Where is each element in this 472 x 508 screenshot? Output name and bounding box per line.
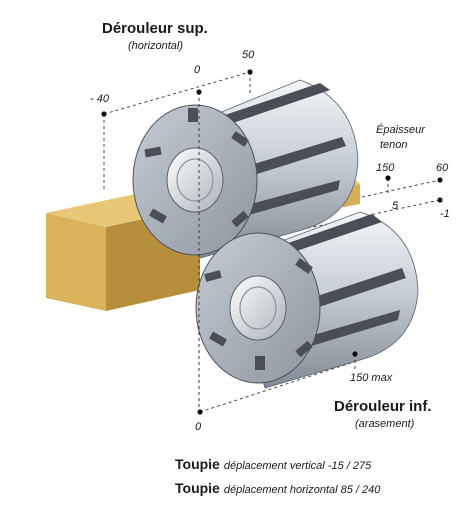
lower-cutter (195, 211, 419, 389)
upper-zero-label: 0 (194, 64, 201, 76)
footer-line-2-bold: Toupie (175, 480, 220, 496)
upper-50-label: 50 (242, 49, 255, 61)
lower-zero-label: 0 (195, 421, 202, 433)
upper-cutter-title: Dérouleur sup. (102, 20, 208, 37)
tenon-label-line2: tenon (380, 139, 408, 151)
dimension-points (101, 69, 443, 415)
footer-line-1-bold: Toupie (175, 456, 220, 472)
upper-minus40-label: - 40 (90, 93, 109, 105)
tenon-label-line1: Épaisseur (376, 124, 425, 136)
tenon-5-label: 5 (392, 200, 399, 212)
tenon-minus1-label: -1 (440, 208, 450, 220)
dimension-lines-front (198, 92, 356, 412)
lower-cutter-subtitle: (arasement) (355, 418, 415, 430)
upper-cutter (132, 79, 359, 259)
upper-cutter-subtitle: (horizontal) (128, 40, 184, 52)
tenon-60-label: 60 (436, 162, 449, 174)
footer-line-2-text: déplacement horizontal 85 / 240 (223, 484, 381, 496)
footer-line-1-text: déplacement vertical -15 / 275 (223, 460, 372, 472)
lower-150max-label: 150 max (350, 372, 393, 384)
lower-cutter-title: Dérouleur inf. (334, 398, 432, 415)
tenon-150-label: 150 (376, 162, 395, 174)
